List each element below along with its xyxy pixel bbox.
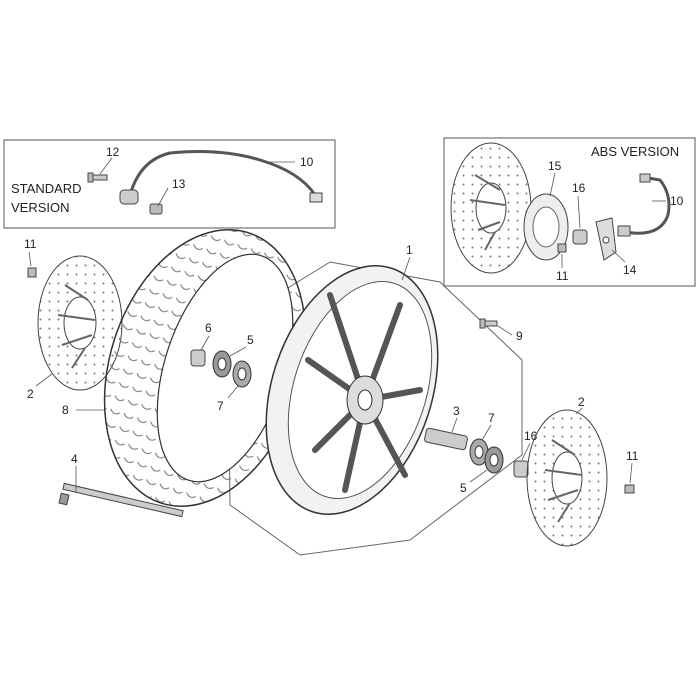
left-bolt-11 (27, 267, 37, 278)
callout-6: 6 (205, 321, 212, 335)
callout-2-left: 2 (27, 387, 34, 401)
standard-inset-title-line2: VERSION (11, 200, 70, 215)
abs-spacer-16 (572, 229, 588, 245)
callout-16-abs: 16 (572, 181, 586, 195)
left-seal-5 (212, 350, 232, 378)
left-spacer-6 (190, 349, 206, 367)
callout-13: 13 (172, 177, 186, 191)
bolt-12 (87, 172, 108, 183)
right-seal-5 (484, 446, 504, 474)
abs-sensor-bracket-14 (595, 217, 617, 261)
callout-12: 12 (106, 145, 120, 159)
standard-version-inset: STANDARD VERSION 12 13 10 (3, 139, 336, 229)
callout-11-right: 11 (626, 449, 639, 463)
callout-3: 3 (453, 404, 460, 418)
callout-5-upper: 5 (247, 333, 254, 347)
abs-bolt-11 (557, 243, 567, 253)
standard-inset-title-line1: STANDARD (11, 181, 82, 196)
callout-11-abs: 11 (556, 269, 569, 283)
abs-inset-frame (443, 137, 696, 287)
right-bearing-7 (469, 438, 489, 466)
callout-2-right: 2 (578, 395, 585, 409)
abs-brake-disc (450, 142, 532, 274)
callout-15: 15 (548, 159, 562, 173)
callout-5-lower: 5 (460, 481, 467, 495)
wheel-rim-1 (265, 265, 439, 515)
callout-10-abs: 10 (670, 194, 684, 208)
bolt-9 (479, 318, 498, 329)
callout-14: 14 (623, 263, 637, 277)
callout-1: 1 (406, 243, 413, 257)
callout-8: 8 (62, 403, 69, 417)
standard-inset-frame (3, 139, 336, 229)
speed-sensor-cable-10 (119, 150, 323, 205)
left-bearing-7 (232, 360, 252, 388)
right-brake-disc-2 (526, 409, 608, 547)
abs-version-inset: ABS VERSION (443, 137, 696, 287)
axle-4 (58, 482, 184, 518)
callout-4: 4 (71, 452, 78, 466)
callout-11-left: 11 (24, 237, 37, 251)
abs-tone-ring-15 (523, 193, 569, 261)
main-spacer-16 (513, 460, 529, 478)
callout-7-upper: 7 (217, 399, 224, 413)
left-brake-disc-2 (37, 255, 123, 391)
callout-7-lower: 7 (488, 411, 495, 425)
abs-sensor-cable-10 (617, 173, 671, 237)
spacer-3 (424, 427, 468, 451)
abs-inset-title: ABS VERSION (591, 144, 679, 159)
callout-10-standard: 10 (300, 155, 314, 169)
callout-9: 9 (516, 329, 523, 343)
nut-13 (149, 203, 163, 215)
right-bolt-11 (624, 484, 635, 494)
